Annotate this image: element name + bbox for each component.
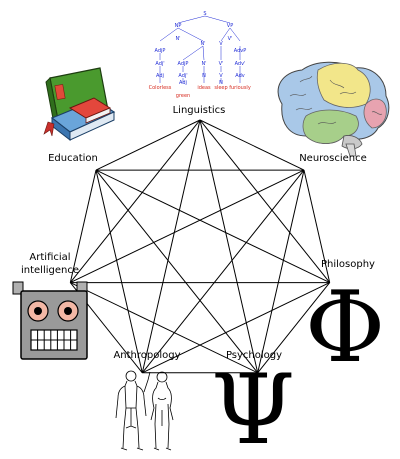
edge-psychology-education [95,169,259,374]
node-label-psychology: Psychology [226,350,282,361]
edge-ai-education [69,169,97,283]
edge-linguistics-philosophy [199,119,331,283]
tree-node-nbar: N' [175,36,180,42]
edge-neuroscience-psychology [257,169,305,373]
tree-word: sleep [214,85,227,91]
tree-node-n: N [219,80,223,86]
edge-linguistics-anthropology [141,119,201,373]
node-label-philosophy: Philosophy [321,259,375,270]
books-icon [43,67,116,142]
robot-icon [12,281,88,360]
tree-node-adjbar: Adj' [178,73,187,79]
edge-neuroscience-ai [70,169,305,284]
phi-icon: Φ [305,271,385,385]
tree-word: Colorless [149,85,172,91]
human-figures-icon [115,370,174,451]
tree-word: green [176,93,190,99]
edge-neuroscience-philosophy [303,169,331,283]
node-label-linguistics: Linguistics [173,105,226,116]
node-label-ai-line1: Artificial [29,252,70,263]
tree-word: ideas [197,85,211,91]
psi-icon: Ψ [211,354,295,459]
edge-linguistics-neuroscience [199,119,305,171]
tree-node-adjbar: Adj' [155,61,164,67]
tree-node-vbar: V' [228,36,233,42]
edge-neuroscience-anthropology [141,169,305,374]
brain-icon [277,61,390,157]
tree-node-adv: Adv [235,73,245,79]
tree-node-v: V [219,41,223,47]
tree-node-nbar: N' [201,61,206,67]
tree-node-adjp: AdjP [178,61,189,67]
node-label-education: Education [48,153,98,164]
tree-node-adjp: AdjP [155,48,166,54]
tree-node-n: N [202,73,206,79]
syntax-tree-icon: S NP VP N' V' AdjP N' V AdvP Adj' AdjP N… [149,11,251,99]
tree-node-advbar: Adv' [235,61,246,67]
edge-linguistics-education [95,119,201,171]
node-label-anthropology: Anthropology [113,350,180,361]
tree-node-nbar: N' [200,41,205,47]
edge-linguistics-ai [69,119,201,283]
edge-psychology-ai [70,282,258,374]
tree-node-v: V [219,73,223,79]
node-label-ai-line2: intelligence [21,265,79,276]
tree-node-adj: Adj [156,73,164,79]
edge-anthropology-education [95,169,143,373]
node-label-neuroscience: Neuroscience [299,153,367,164]
tree-word: furiously [229,85,251,91]
tree-node-vbar: V' [219,61,224,67]
edge-philosophy-education [95,169,330,284]
edge-philosophy-psychology [257,282,331,374]
edge-linguistics-psychology [199,119,259,373]
edge-philosophy-anthropology [142,282,330,374]
graph-edges [69,119,331,374]
tree-node-np: NP [175,23,182,29]
tree-node-vp: VP [227,23,233,29]
tree-node-advp: AdvP [234,48,246,54]
tree-node-adj: Adj [179,80,187,86]
tree-node-s: S [203,11,206,17]
